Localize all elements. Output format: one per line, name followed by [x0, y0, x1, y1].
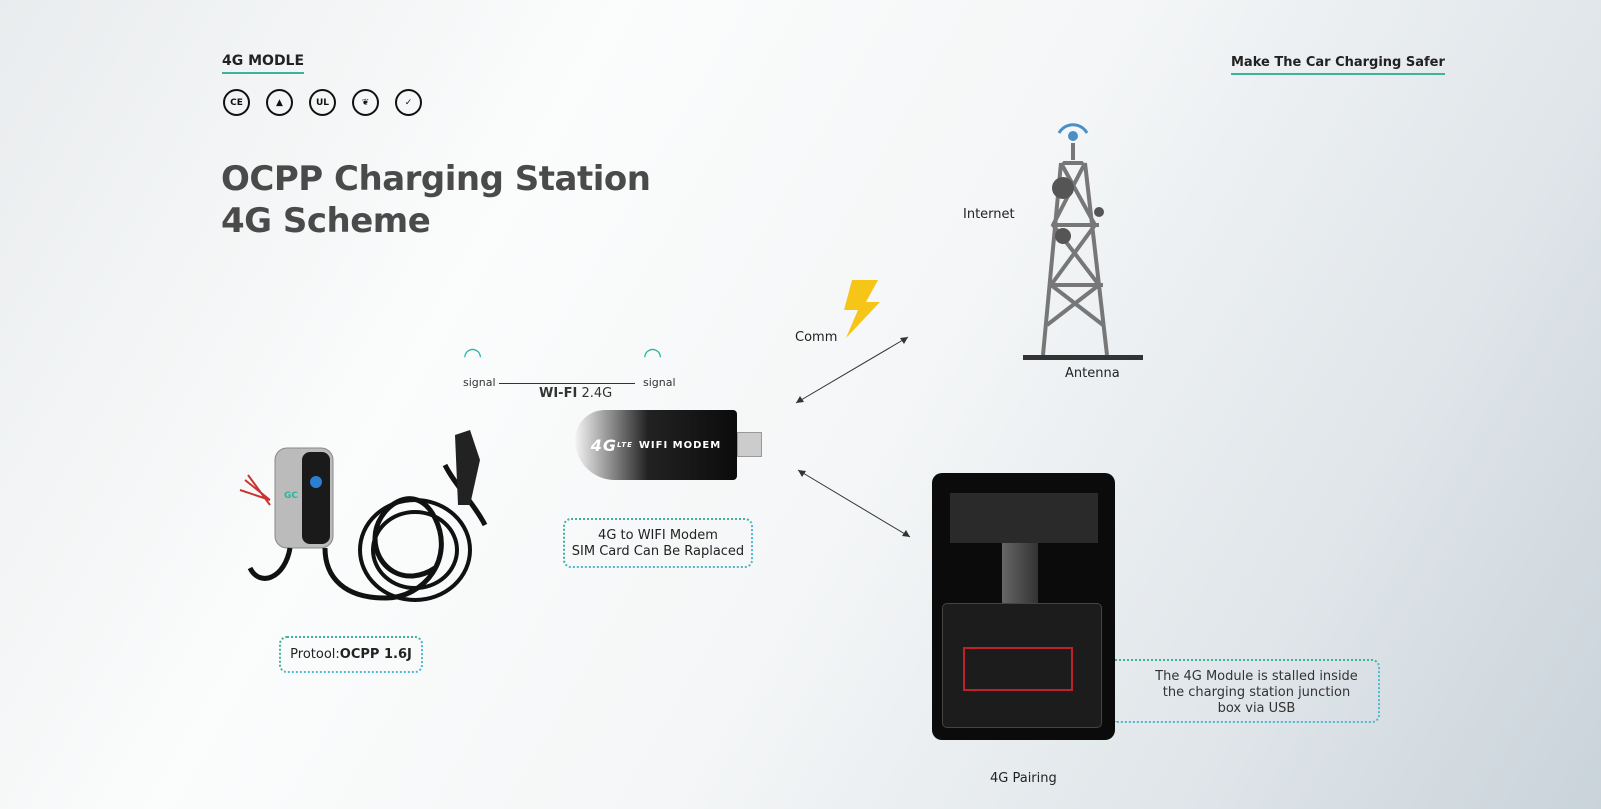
page-title: OCPP Charging Station 4G Scheme [221, 158, 651, 242]
title-line-2: 4G Scheme [221, 201, 431, 241]
pairing-label: 4G Pairing [990, 771, 1057, 786]
protocol-box: Protool:OCPP 1.6J [279, 636, 423, 673]
signal-right-label: signal [643, 376, 676, 389]
svg-text:GC: GC [284, 491, 298, 501]
rohs-cert-icon: ❦ [352, 89, 379, 116]
internet-label: Internet [963, 207, 1015, 222]
junction-line-3: box via USB [1217, 701, 1296, 716]
signal-left-label: signal [463, 376, 496, 389]
modem-info-box: 4G to WIFI Modem SIM Card Can Be Raplace… [563, 518, 753, 568]
antenna-label: Antenna [1065, 366, 1120, 381]
connection-arrows [795, 280, 911, 538]
ul-cert-icon: UL [309, 89, 336, 116]
wifi-band: 2.4G [581, 386, 613, 401]
modem-lte: LTE [617, 441, 633, 449]
tagline: Make The Car Charging Safer [1231, 55, 1445, 75]
wifi-right-icon: ◠ [643, 344, 663, 369]
protocol-value: OCPP 1.6J [339, 647, 412, 662]
title-line-1: OCPP Charging Station [221, 159, 651, 199]
usb-plug [737, 432, 762, 457]
wifi-label: WI-FI 2.4G [539, 386, 612, 401]
modem-brand: 4G [590, 435, 618, 455]
junction-line-1: The 4G Module is stalled inside [1155, 669, 1358, 684]
ce-cert-icon: CE [223, 89, 250, 116]
lightning-bolt-icon [844, 280, 880, 338]
rcm-cert-icon: ✓ [395, 89, 422, 116]
junction-line-2: the charging station junction [1162, 685, 1351, 700]
tuv-cert-icon: ▲ [266, 89, 293, 116]
comm-label: Comm [795, 330, 838, 345]
modem-text: WIFI MODEM [638, 439, 722, 451]
certification-icons: CE ▲ UL ❦ ✓ [223, 89, 422, 116]
antenna-tower-icon [1023, 123, 1143, 360]
junction-box-image [932, 473, 1115, 740]
protocol-label: Protool: [290, 647, 340, 662]
modem-box-line-2: SIM Card Can Be Raplaced [571, 544, 745, 559]
module-heading: 4G MODLE [222, 53, 305, 74]
ev-charger-image: GC [239, 430, 488, 602]
modem-box-line-1: 4G to WIFI Modem [598, 528, 718, 543]
wifi-left-icon: ◠ [463, 344, 483, 369]
wifi-label-bold: WI-FI [539, 386, 578, 401]
modem-highlight [963, 647, 1073, 691]
wifi-arrow [499, 383, 635, 384]
junction-info-box: The 4G Module is stalled inside the char… [1115, 659, 1380, 723]
